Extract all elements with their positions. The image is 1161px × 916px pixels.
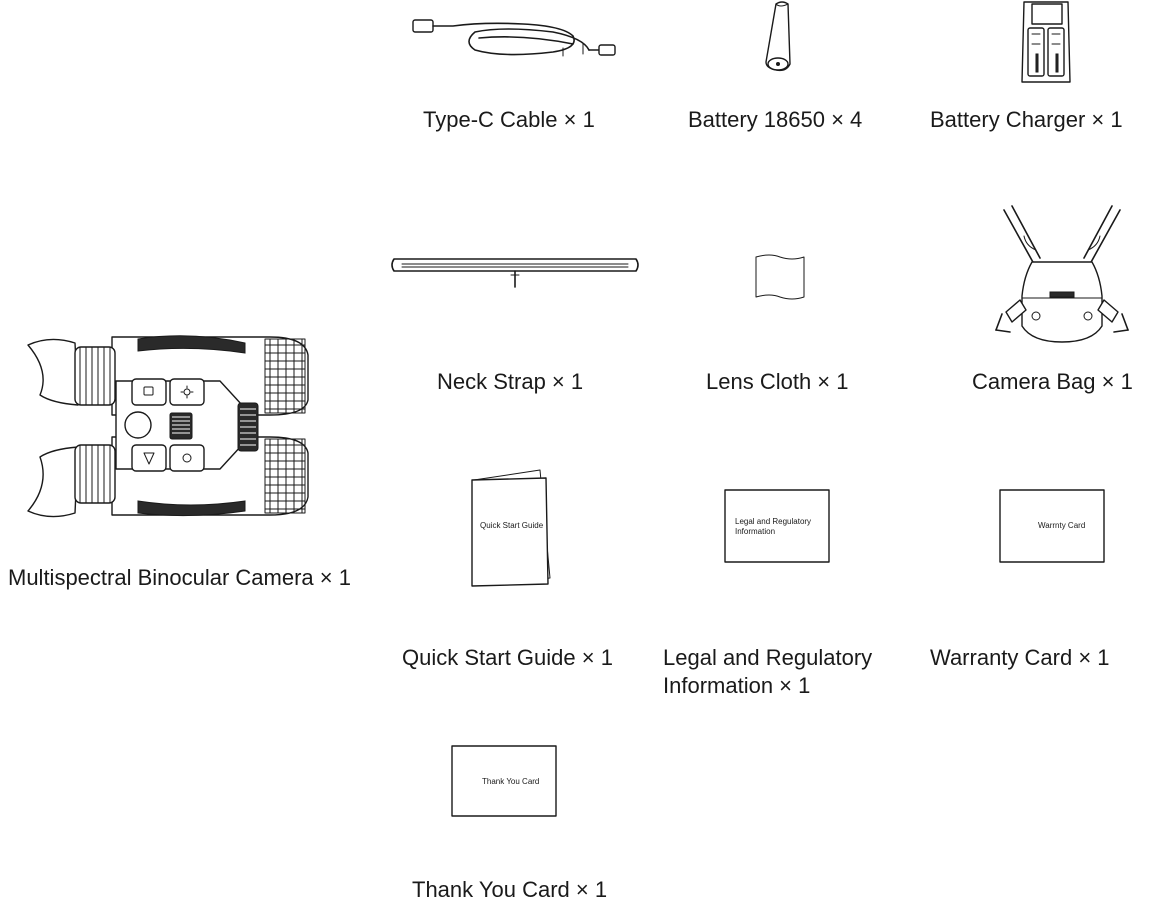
camera-caption: Multispectral Binocular Camera × 1 [8,565,351,590]
strap-item: Neck Strap × 1 [380,245,650,395]
strap-caption: Neck Strap × 1 [437,369,584,394]
thankyou-caption: Thank You Card × 1 [412,877,608,902]
legal-document-illustration: Legal and Regulatory Information [724,489,830,563]
charger-item: Battery Charger × 1 [920,0,1161,150]
bag-item: Camera Bag × 1 [920,200,1161,400]
guide-cover-text: Quick Start Guide [480,521,544,530]
cloth-caption: Lens Cloth × 1 [706,369,849,394]
quick-start-guide-illustration: Quick Start Guide [471,469,551,587]
camera-bag-illustration [995,205,1129,343]
cable-caption: Type-C Cable × 1 [423,107,595,132]
legal-item: Legal and Regulatory Information Legal a… [655,460,915,700]
bag-caption: Camera Bag × 1 [972,369,1133,394]
warranty-card-illustration: Warrnty Card [999,489,1105,563]
charger-caption: Battery Charger × 1 [930,107,1123,132]
warranty-caption: Warranty Card × 1 [930,645,1110,670]
camera-item: Multispectral Binocular Camera × 1 [0,320,380,600]
guide-caption: Quick Start Guide × 1 [402,645,613,670]
battery-charger-illustration [1021,1,1071,83]
cable-item: Type-C Cable × 1 [395,0,645,150]
legal-cover-line1: Legal and Regulatory [735,517,811,526]
thank-you-card-illustration: Thank You Card [451,745,557,817]
guide-item: Quick Start Guide Quick Start Guide × 1 [390,460,650,680]
binocular-camera-illustration [27,335,309,518]
type-c-cable-illustration [412,19,616,57]
legal-caption: Legal and Regulatory Information × 1 [663,645,873,698]
neck-strap-illustration [391,258,639,288]
warranty-cover-text: Warrnty Card [1038,521,1085,530]
battery-item: Battery 18650 × 4 [670,0,920,150]
legal-cover-line2: Information [735,527,775,536]
thankyou-item: Thank You Card Thank You Card × 1 [390,730,660,916]
cloth-item: Lens Cloth × 1 [670,245,920,395]
battery-caption: Battery 18650 × 4 [688,107,863,132]
lens-cloth-illustration [755,254,805,300]
battery-illustration [765,1,791,72]
thankyou-cover-text: Thank You Card [482,777,539,786]
warranty-item: Warrnty Card Warranty Card × 1 [920,460,1161,680]
